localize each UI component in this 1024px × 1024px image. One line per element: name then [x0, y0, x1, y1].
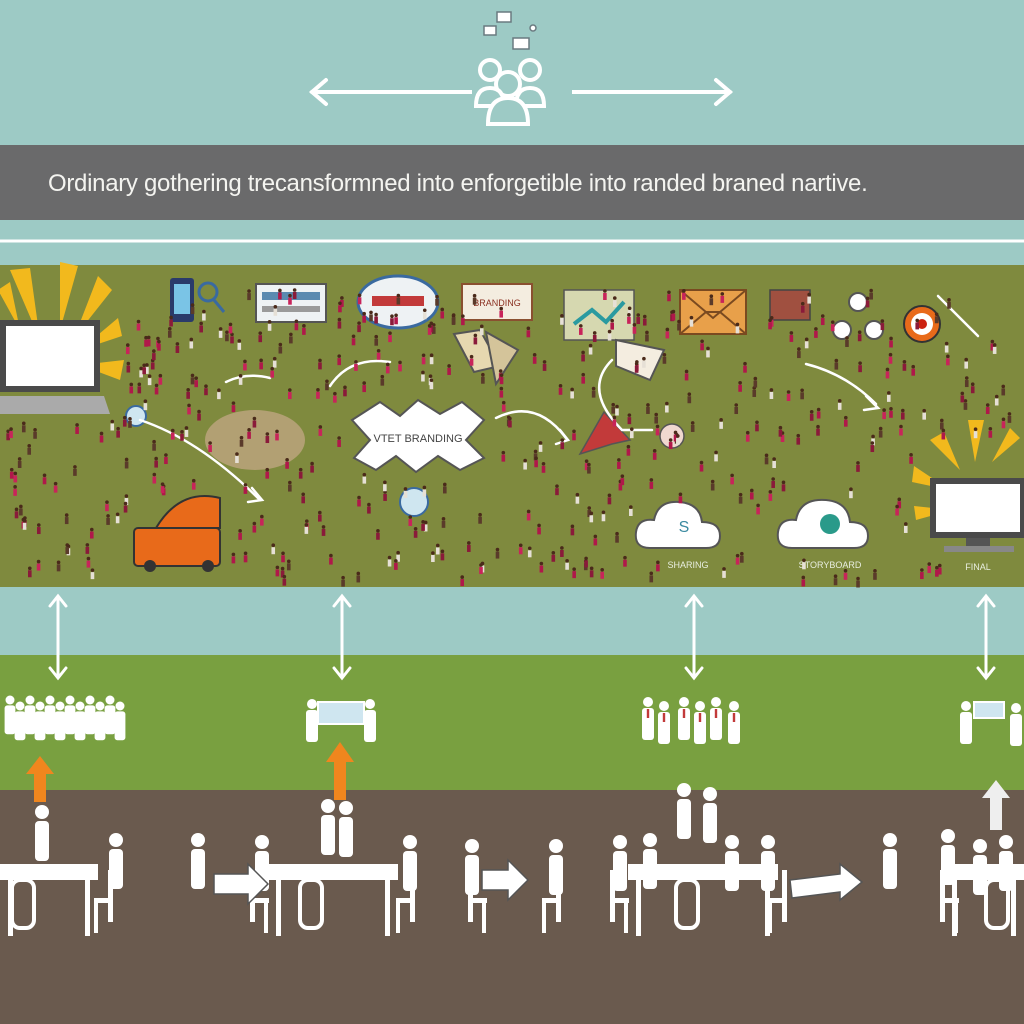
divider-band [0, 220, 1024, 265]
center-badge-label: VTET BRANDING [373, 433, 462, 445]
sun-laptop-left [0, 262, 124, 414]
people-band [0, 655, 1024, 790]
target-icon [903, 305, 941, 343]
cloud-right: STORYBOARD [776, 498, 870, 570]
flow-arrows [138, 294, 980, 504]
title-bar [0, 145, 1024, 220]
network-icon [832, 292, 884, 340]
table-floor [0, 790, 1024, 1024]
branding-sign-label: BRANDING [473, 298, 521, 308]
folded-card-icon [452, 328, 520, 387]
phone-icon [170, 278, 226, 322]
page-title: Ordinary gothering trecansformned into e… [48, 170, 868, 197]
sun-monitor-right: FINAL [912, 420, 1024, 572]
panel-graphics: FINAL VTET BRANDING BRANDING [0, 262, 1024, 588]
connector-band [0, 587, 1024, 655]
monitor-caption: FINAL [965, 562, 991, 572]
cloud-right-caption: STORYBOARD [799, 560, 862, 570]
header-graphics [308, 11, 734, 126]
cloud-left-caption: SHARING [667, 560, 708, 570]
van-icon [133, 495, 221, 572]
branding-sign: BRANDING [461, 283, 533, 321]
center-badge: VTET BRANDING [350, 398, 486, 474]
crowd [6, 288, 1012, 588]
floating-media-icons [483, 11, 537, 50]
crowd-circle [205, 410, 305, 470]
cloud-left: S SHARING [634, 500, 722, 570]
map-icon [563, 289, 635, 341]
envelope-icon [679, 289, 747, 335]
photo-thumbnail [769, 289, 811, 321]
group-people-icon [472, 58, 572, 126]
cloud-left-label: S [679, 519, 690, 536]
paper-plane-icon [578, 338, 666, 456]
